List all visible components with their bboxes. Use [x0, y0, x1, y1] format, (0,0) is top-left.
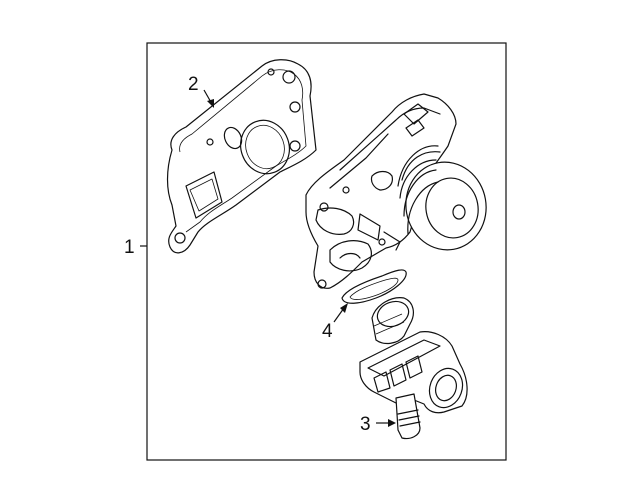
callout-4-arrowhead [340, 303, 348, 313]
callout-3-arrowhead [388, 419, 396, 427]
callout-2-label: 2 [188, 74, 199, 95]
callout-4-label: 4 [322, 321, 333, 342]
assembly-frame [146, 42, 507, 461]
callout-1-label: 1 [124, 237, 135, 258]
seal-ring-part [341, 269, 407, 304]
callout-3-label: 3 [360, 414, 371, 435]
thermostat-housing-part [359, 297, 468, 440]
water-pump-housing [305, 93, 487, 289]
gasket-part [166, 59, 317, 254]
callout-2-arrowhead [207, 99, 214, 108]
